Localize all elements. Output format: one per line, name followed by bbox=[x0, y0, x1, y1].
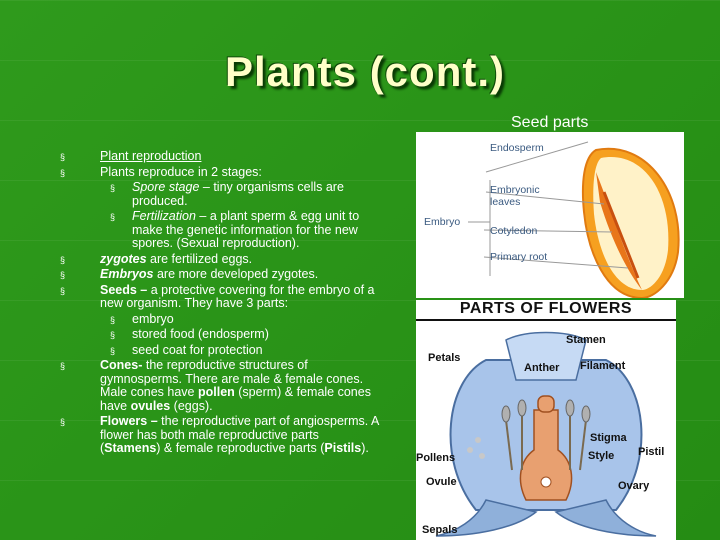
bullet-text: – a plant sperm & egg unit to make the g… bbox=[132, 209, 360, 250]
cotyledon-label: Cotyledon bbox=[490, 225, 538, 237]
bullet-text: the reproductive part of angiosperms. A … bbox=[100, 414, 379, 455]
square-bullet-icon: § bbox=[60, 285, 66, 296]
bullet-term: Spore stage bbox=[132, 180, 200, 194]
square-bullet-icon: § bbox=[60, 361, 66, 371]
flower-diagram: PARTS OF FLOWERS Petals Stamen Anther Fi… bbox=[416, 300, 676, 540]
list-item: § Seeds – a protective covering for the e… bbox=[60, 282, 380, 311]
bullet-text: stored food (endosperm) bbox=[132, 327, 269, 341]
bullet-term: zygotes bbox=[100, 251, 147, 266]
list-item: § Cones- the reproductive structures of g… bbox=[60, 358, 380, 413]
bullet-text: are more developed zygotes. bbox=[153, 267, 319, 281]
sub-list-item: § Fertilization – a plant sperm & egg uni… bbox=[60, 209, 380, 251]
list-item: § Embryos are more developed zygotes. bbox=[60, 267, 380, 282]
square-bullet-icon: § bbox=[60, 270, 66, 280]
bullet-term: Cones- bbox=[100, 358, 143, 372]
endosperm-label: Endosperm bbox=[490, 142, 544, 154]
style-label: Style bbox=[588, 450, 615, 462]
sub-list-item: § stored food (endosperm) bbox=[60, 327, 380, 342]
sub-list-item: § embryo bbox=[60, 311, 380, 327]
embryonic-leaves-label: Embryonic leaves bbox=[490, 184, 540, 208]
sub-list-item: § seed coat for protection bbox=[60, 342, 380, 358]
bullet-text: (sperm) & female cones have bbox=[100, 385, 371, 413]
bullet-term: Pistils bbox=[324, 441, 362, 455]
square-bullet-icon: § bbox=[110, 345, 116, 356]
square-bullet-icon: § bbox=[110, 183, 116, 193]
anther-label: Anther bbox=[524, 362, 560, 374]
square-bullet-icon: § bbox=[110, 314, 116, 325]
flower-illustration bbox=[416, 319, 676, 537]
bullet-text: the reproductive structures of gymnosper… bbox=[100, 358, 364, 399]
pistil-label: Pistil bbox=[638, 446, 665, 458]
bullet-list: § Plant reproduction § Plants reproduce in… bbox=[60, 149, 380, 456]
petals-label: Petals bbox=[428, 352, 461, 364]
seed-parts-caption: Seed parts bbox=[511, 114, 589, 131]
sub-list-item: § Spore stage – tiny organisms cells are … bbox=[60, 180, 380, 208]
bullet-term: Embryos bbox=[100, 267, 154, 281]
ovary-label: Ovary bbox=[618, 480, 650, 492]
square-bullet-icon: § bbox=[60, 167, 66, 178]
square-bullet-icon: § bbox=[60, 254, 66, 265]
bullet-text: ). bbox=[361, 441, 369, 455]
bullet-text: seed coat for protection bbox=[132, 342, 263, 357]
stamen-label: Stamen bbox=[566, 334, 606, 346]
bullet-text: – tiny organisms cells are produced. bbox=[132, 180, 344, 208]
seed-diagram: Endosperm Embryonic leaves Cotyledon Pri… bbox=[416, 132, 684, 300]
primary-root-label: Primary root bbox=[490, 251, 548, 263]
filament-label: Filament bbox=[580, 360, 626, 372]
pollens-label: Pollens bbox=[416, 452, 456, 464]
flower-diagram-heading: PARTS OF FLOWERS bbox=[459, 300, 633, 317]
bullet-term: Flowers – bbox=[100, 414, 158, 428]
bullet-text: embryo bbox=[132, 311, 174, 326]
plant-reproduction-heading: Plant reproduction bbox=[100, 149, 202, 163]
square-bullet-icon: § bbox=[60, 152, 66, 162]
ovule-label: Ovule bbox=[426, 476, 457, 488]
bullet-term: Seeds – bbox=[100, 282, 148, 297]
bullet-term: pollen bbox=[197, 385, 235, 399]
square-bullet-icon: § bbox=[60, 417, 66, 427]
bullet-text: are fertilized eggs. bbox=[146, 251, 253, 266]
seed-illustration bbox=[468, 141, 680, 300]
bullet-term: ovules bbox=[130, 398, 171, 413]
sepals-label: Sepals bbox=[422, 524, 458, 536]
bullet-text: ) & female reproductive parts ( bbox=[156, 441, 325, 455]
square-bullet-icon: § bbox=[110, 330, 116, 340]
square-bullet-icon: § bbox=[110, 212, 116, 222]
bullet-term: Fertilization bbox=[132, 209, 196, 223]
list-item: § zygotes are fertilized eggs. bbox=[60, 251, 380, 267]
list-item: § Plants reproduce in 2 stages: bbox=[60, 164, 380, 180]
bullet-term: Stamens bbox=[104, 441, 157, 455]
list-item: § Plant reproduction bbox=[60, 149, 380, 164]
stigma-label: Stigma bbox=[590, 432, 627, 444]
list-item: § Flowers – the reproductive part of angi… bbox=[60, 414, 380, 456]
bullet-text: a protective covering for the embryo of … bbox=[100, 282, 375, 310]
slide-title: Plants (cont.) bbox=[224, 48, 505, 95]
bullet-text: (eggs). bbox=[170, 398, 213, 413]
bullet-text: Plants reproduce in 2 stages: bbox=[100, 164, 262, 179]
embryo-label: Embryo bbox=[424, 216, 461, 228]
